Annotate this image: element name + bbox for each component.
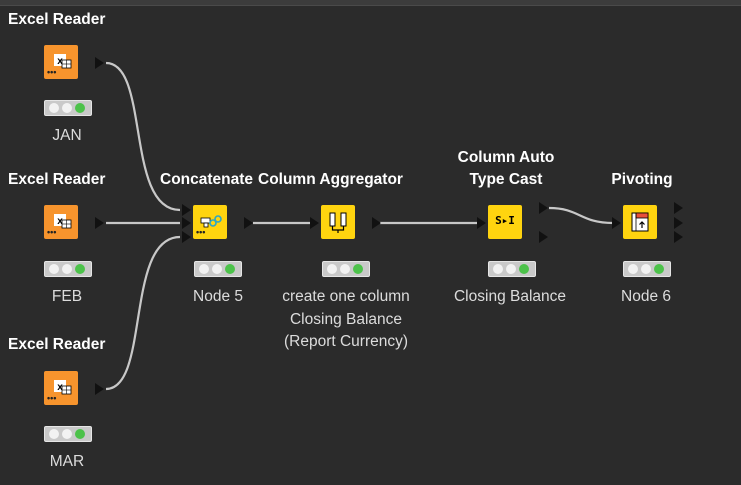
top-toolbar-edge [0,0,741,6]
excel-reader-icon: x [54,214,72,229]
input-port[interactable] [182,204,191,216]
svg-text:x: x [57,382,63,393]
connection-mar-to-concatenate [105,235,181,391]
column-aggregator-node[interactable] [321,205,355,239]
node-label-aggregator-line-2[interactable]: Closing Balance [289,311,403,328]
node-title-column-aggregator: Column Aggregator [258,171,403,188]
svg-text:x: x [57,56,63,67]
node-menu-dots[interactable]: ••• [47,393,57,403]
node-label-node-5[interactable]: Node 5 [193,288,243,305]
input-port[interactable] [182,217,191,229]
output-port[interactable] [95,57,104,69]
concatenate-node[interactable]: ••• [193,205,227,239]
input-port[interactable] [477,217,486,229]
node-menu-dots[interactable]: ••• [47,227,57,237]
concatenate-icon [200,215,222,228]
output-port[interactable] [674,217,683,229]
node-menu-dots[interactable]: ••• [196,227,206,237]
input-port[interactable] [182,231,191,243]
node-title-auto-type-cast-line-2: Type Cast [469,171,543,188]
node-label-node-6[interactable]: Node 6 [621,288,671,305]
excel-reader-node-jan[interactable]: x ••• [44,45,78,79]
pivoting-icon [631,212,649,232]
node-menu-dots[interactable]: ••• [47,67,57,77]
node-title-pivoting: Pivoting [611,171,673,188]
output-port[interactable] [674,231,683,243]
node-title-excel-reader-mar: Excel Reader [8,336,106,353]
input-port[interactable] [310,217,319,229]
output-port[interactable] [674,202,683,214]
node-status-traffic-light [194,261,242,277]
node-status-traffic-light [322,261,370,277]
output-port[interactable] [95,383,104,395]
node-label-jan[interactable]: JAN [52,127,82,144]
output-port[interactable] [372,217,381,229]
output-port[interactable] [539,202,548,214]
column-auto-type-cast-node[interactable]: S▸I [488,205,522,239]
svg-text:x: x [57,216,63,227]
node-status-traffic-light [44,100,92,116]
node-label-aggregator-line-3[interactable]: (Report Currency) [283,333,409,350]
connection-autocast-to-pivoting [548,206,614,225]
node-title-concatenate: Concatenate [160,171,254,188]
excel-reader-node-mar[interactable]: x ••• [44,371,78,405]
node-label-feb[interactable]: FEB [51,288,83,305]
column-aggregator-icon [329,212,347,233]
node-label-mar[interactable]: MAR [49,453,85,470]
node-status-traffic-light [44,261,92,277]
node-title-excel-reader-jan: Excel Reader [8,11,106,28]
pivoting-node[interactable] [623,205,657,239]
node-status-traffic-light [44,426,92,442]
node-status-traffic-light [488,261,536,277]
node-status-traffic-light [623,261,671,277]
output-port[interactable] [539,231,548,243]
node-title-excel-reader-feb: Excel Reader [8,171,106,188]
node-label-aggregator-line-1[interactable]: create one column [282,288,410,305]
connection-jan-to-concatenate [105,61,181,212]
excel-reader-node-feb[interactable]: x ••• [44,205,78,239]
output-port[interactable] [95,217,104,229]
output-port[interactable] [244,217,253,229]
input-port[interactable] [612,217,621,229]
auto-type-cast-icon: S▸I [495,214,515,227]
node-title-auto-type-cast-line-1: Column Auto [457,149,555,166]
excel-reader-icon: x [54,54,72,69]
excel-reader-icon: x [54,380,72,395]
node-label-closing-balance[interactable]: Closing Balance [453,288,567,305]
